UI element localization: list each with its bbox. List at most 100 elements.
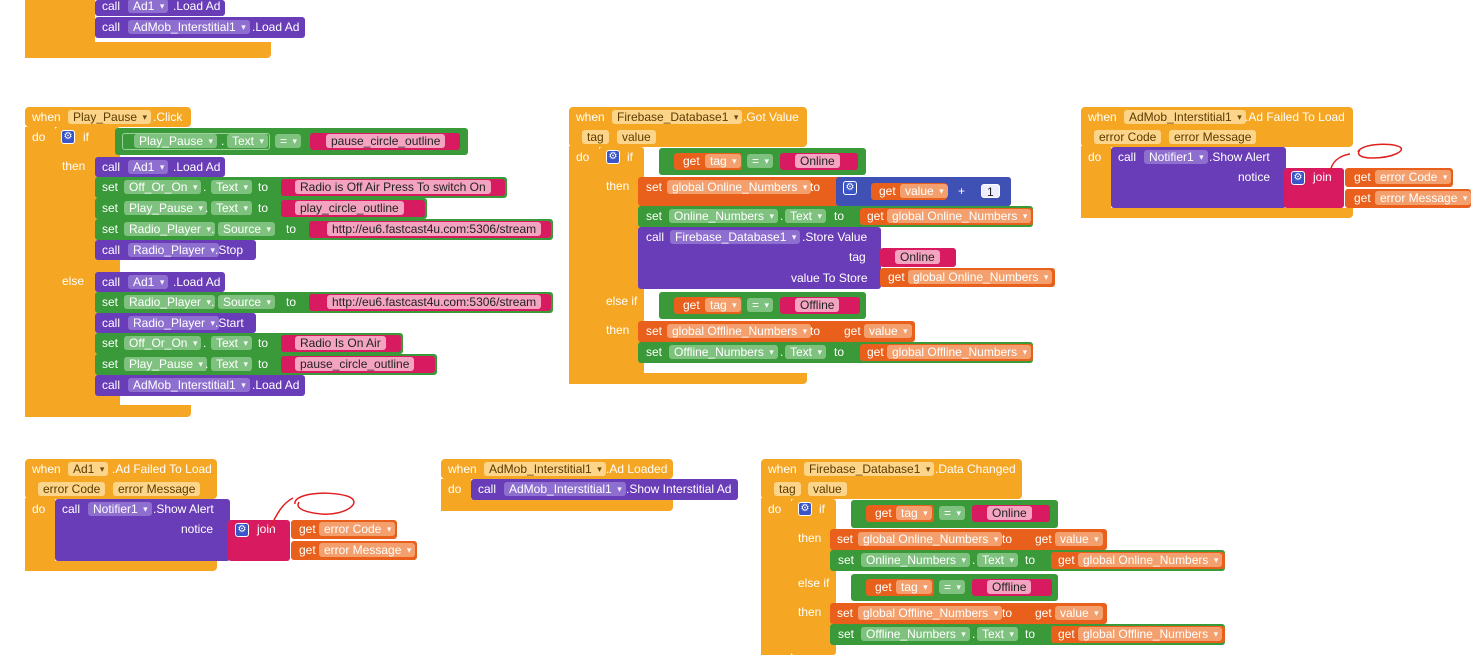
call-admob-show-interstitial[interactable]: call AdMob_Interstitial1 .Show Interstit… bbox=[471, 479, 738, 500]
component-dropdown[interactable]: AdMob_Interstitial1 bbox=[128, 20, 250, 34]
component-dropdown[interactable]: Play_Pause bbox=[68, 110, 152, 124]
variable-dropdown[interactable]: tag bbox=[896, 506, 932, 520]
component-dropdown[interactable]: Firebase_Database1 bbox=[612, 110, 743, 124]
variable-dropdown[interactable]: error Code bbox=[1375, 170, 1452, 184]
variable-dropdown[interactable]: value bbox=[900, 184, 948, 198]
number-value[interactable]: 1 bbox=[981, 184, 1000, 199]
text-value[interactable]: Online bbox=[987, 506, 1032, 520]
text-value[interactable]: Online bbox=[795, 154, 840, 168]
variable-dropdown[interactable]: value bbox=[864, 324, 912, 338]
call-admob-load-ad[interactable]: call AdMob_Interstitial1 .Load Ad bbox=[95, 17, 305, 38]
variable-dropdown[interactable]: value bbox=[1055, 532, 1103, 546]
call-radio-player-stop[interactable]: call Radio_Player .Stop bbox=[95, 240, 256, 260]
text-value[interactable]: pause_circle_outline bbox=[326, 134, 446, 148]
variable-dropdown[interactable]: tag bbox=[705, 154, 741, 168]
set-off-or-on-text[interactable]: set Off_Or_On . Text to Radio is Off Air… bbox=[95, 177, 507, 198]
text-value[interactable]: play_circle_outline bbox=[295, 201, 404, 215]
component-dropdown[interactable]: Firebase_Database1 bbox=[670, 230, 801, 244]
component-dropdown[interactable]: Radio_Player bbox=[128, 243, 220, 257]
component-dropdown[interactable]: Ad1 bbox=[128, 275, 169, 289]
call-radio-player-start[interactable]: call Radio_Player .Start bbox=[95, 313, 256, 333]
param-value[interactable]: value bbox=[808, 482, 847, 496]
variable-dropdown[interactable]: error Message bbox=[1375, 191, 1471, 205]
text-value[interactable]: Offline bbox=[987, 580, 1032, 594]
property-dropdown[interactable]: Text bbox=[227, 134, 269, 148]
param-error-code[interactable]: error Code bbox=[1094, 130, 1162, 144]
property-dropdown[interactable]: Text bbox=[211, 336, 253, 350]
component-dropdown[interactable]: Radio_Player bbox=[128, 316, 220, 330]
component-dropdown[interactable]: AdMob_Interstitial1 bbox=[484, 462, 606, 476]
component-dropdown[interactable]: AdMob_Interstitial1 bbox=[504, 482, 626, 496]
variable-dropdown[interactable]: global Offline_Numbers bbox=[1078, 627, 1223, 641]
set-off-or-on-text[interactable]: set Off_Or_On . Text to Radio Is On Air bbox=[95, 333, 403, 354]
component-dropdown[interactable]: Notifier1 bbox=[1144, 150, 1208, 164]
param-tag[interactable]: tag bbox=[582, 130, 609, 144]
component-dropdown[interactable]: Firebase_Database1 bbox=[804, 462, 935, 476]
text-value[interactable]: Radio Is On Air bbox=[295, 336, 386, 350]
component-dropdown[interactable]: AdMob_Interstitial1 bbox=[128, 378, 250, 392]
if-elseif-block[interactable] bbox=[599, 147, 644, 375]
operator-dropdown[interactable]: = bbox=[747, 298, 774, 312]
component-dropdown[interactable]: Offline_Numbers bbox=[861, 627, 970, 641]
text-value[interactable]: Radio is Off Air Press To switch On bbox=[295, 180, 491, 194]
text-value[interactable]: http://eu6.fastcast4u.com:5306/stream bbox=[327, 222, 542, 236]
component-dropdown[interactable]: Notifier1 bbox=[88, 502, 152, 516]
component-dropdown[interactable]: Online_Numbers bbox=[861, 553, 971, 567]
call-ad1-load-ad[interactable]: call Ad1 .Load Ad bbox=[95, 157, 225, 177]
call-notifier-show-alert[interactable]: call Notifier1 .Show Alert notice bbox=[55, 499, 230, 561]
param-tag[interactable]: tag bbox=[774, 482, 801, 496]
property-dropdown[interactable]: Text bbox=[211, 201, 253, 215]
text-value[interactable]: pause_circle_outline bbox=[295, 357, 415, 371]
text-value[interactable]: Online bbox=[895, 250, 940, 264]
param-error-message[interactable]: error Message bbox=[113, 482, 201, 496]
variable-dropdown[interactable]: global Online_Numbers bbox=[908, 270, 1053, 284]
property-dropdown[interactable]: Text bbox=[977, 627, 1019, 641]
component-dropdown[interactable]: Play_Pause bbox=[124, 357, 208, 371]
property-dropdown[interactable]: Text bbox=[785, 209, 827, 223]
variable-dropdown[interactable]: global Offline_Numbers bbox=[858, 606, 1003, 620]
param-error-message[interactable]: error Message bbox=[1169, 130, 1257, 144]
component-dropdown[interactable]: Off_Or_On bbox=[124, 336, 202, 350]
call-admob-load-ad[interactable]: call AdMob_Interstitial1 .Load Ad bbox=[95, 375, 305, 396]
property-dropdown[interactable]: Text bbox=[977, 553, 1019, 567]
variable-dropdown[interactable]: global Online_Numbers bbox=[887, 209, 1032, 223]
gear-icon[interactable]: ⚙ bbox=[61, 130, 75, 144]
operator-dropdown[interactable]: = bbox=[939, 506, 966, 520]
gear-icon[interactable]: ⚙ bbox=[843, 181, 857, 195]
call-notifier-show-alert[interactable]: call Notifier1 .Show Alert notice bbox=[1111, 147, 1286, 208]
component-dropdown[interactable]: AdMob_Interstitial1 bbox=[1124, 110, 1246, 124]
gear-icon[interactable]: ⚙ bbox=[606, 150, 620, 164]
text-value[interactable]: Offline bbox=[795, 298, 840, 312]
component-dropdown[interactable]: Play_Pause bbox=[134, 134, 218, 148]
component-dropdown[interactable]: Ad1 bbox=[128, 160, 169, 174]
call-firebase-store-value[interactable]: call Firebase_Database1 .Store Value tag… bbox=[638, 227, 881, 289]
variable-dropdown[interactable]: value bbox=[1055, 606, 1103, 620]
gear-icon[interactable]: ⚙ bbox=[798, 502, 812, 516]
param-error-code[interactable]: error Code bbox=[38, 482, 106, 496]
variable-dropdown[interactable]: global Offline_Numbers bbox=[887, 345, 1032, 359]
component-dropdown[interactable]: Play_Pause bbox=[124, 201, 208, 215]
call-ad1-load-ad[interactable]: call Ad1 .Load Ad bbox=[95, 0, 225, 16]
component-dropdown[interactable]: Online_Numbers bbox=[669, 209, 779, 223]
variable-dropdown[interactable]: global Online_Numbers bbox=[1078, 553, 1223, 567]
param-value[interactable]: value bbox=[617, 130, 656, 144]
operator-dropdown[interactable]: = bbox=[275, 134, 302, 148]
set-play-pause-text[interactable]: set Play_Pause . Text to play_circle_out… bbox=[95, 198, 427, 219]
gear-icon[interactable]: ⚙ bbox=[235, 523, 249, 537]
operator-dropdown[interactable]: = bbox=[939, 580, 966, 594]
property-dropdown[interactable]: Text bbox=[211, 357, 253, 371]
component-dropdown[interactable]: Ad1 bbox=[128, 0, 169, 13]
variable-dropdown[interactable]: error Code bbox=[319, 522, 396, 536]
variable-dropdown[interactable]: tag bbox=[705, 298, 741, 312]
component-dropdown[interactable]: Ad1 bbox=[68, 462, 109, 476]
component-dropdown[interactable]: Offline_Numbers bbox=[669, 345, 778, 359]
set-radio-player-source[interactable]: set Radio_Player . Source to http://eu6.… bbox=[95, 292, 553, 313]
variable-dropdown[interactable]: error Message bbox=[319, 543, 416, 557]
set-radio-player-source[interactable]: set Radio_Player . Source to http://eu6.… bbox=[95, 219, 553, 240]
variable-dropdown[interactable]: global Online_Numbers bbox=[858, 532, 1003, 546]
set-play-pause-text[interactable]: set Play_Pause . Text to pause_circle_ou… bbox=[95, 354, 437, 375]
text-value[interactable]: http://eu6.fastcast4u.com:5306/stream bbox=[327, 295, 542, 309]
if-elseif-block[interactable] bbox=[791, 499, 836, 655]
component-dropdown[interactable]: Radio_Player bbox=[124, 222, 216, 236]
call-ad1-load-ad[interactable]: call Ad1 .Load Ad bbox=[95, 272, 225, 292]
